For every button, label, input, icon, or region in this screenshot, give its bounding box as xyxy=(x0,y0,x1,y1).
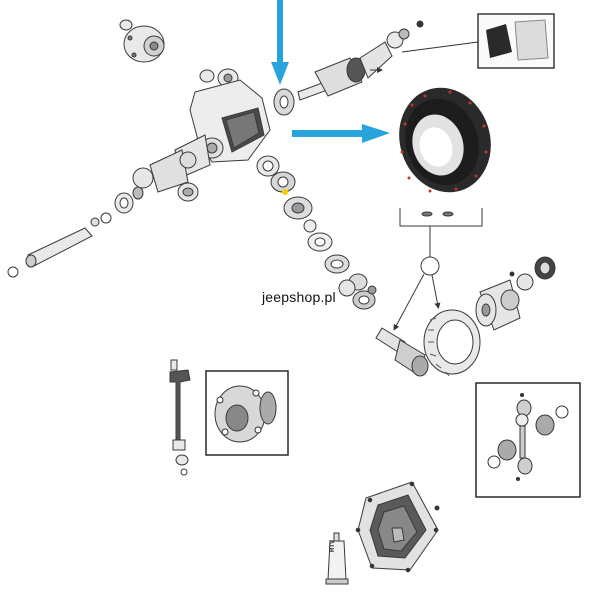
rtv-label: RTV xyxy=(330,540,336,552)
thrust-washer-icon xyxy=(273,88,295,116)
drive-shaft-icon xyxy=(297,20,424,101)
rtv-tube-icon xyxy=(325,532,349,585)
axle-housing-icon xyxy=(132,79,271,202)
differential-box xyxy=(205,370,289,456)
pinion-gear-icon xyxy=(375,327,429,377)
boot-kit-icon xyxy=(401,13,555,69)
pinion-seal-icon xyxy=(399,87,491,193)
bracket-line xyxy=(399,208,483,258)
spider-gear-kit-icon xyxy=(475,382,581,498)
callout-arrow-down xyxy=(271,0,289,85)
hub-flange-icon xyxy=(119,19,165,63)
seal-ring-icon xyxy=(90,186,144,227)
bushing-icon xyxy=(199,68,239,88)
diff-cover-icon xyxy=(355,481,440,573)
bearing-stack-icon xyxy=(256,155,377,310)
axle-shaft-icon xyxy=(7,227,93,278)
branch-connector xyxy=(393,256,441,331)
callout-arrow-right xyxy=(292,124,390,143)
watermark-text: jeepshop.pl xyxy=(262,289,336,305)
differential-case-icon xyxy=(475,256,556,331)
breather-tube-icon xyxy=(169,359,191,476)
ring-gear-icon xyxy=(423,309,481,377)
